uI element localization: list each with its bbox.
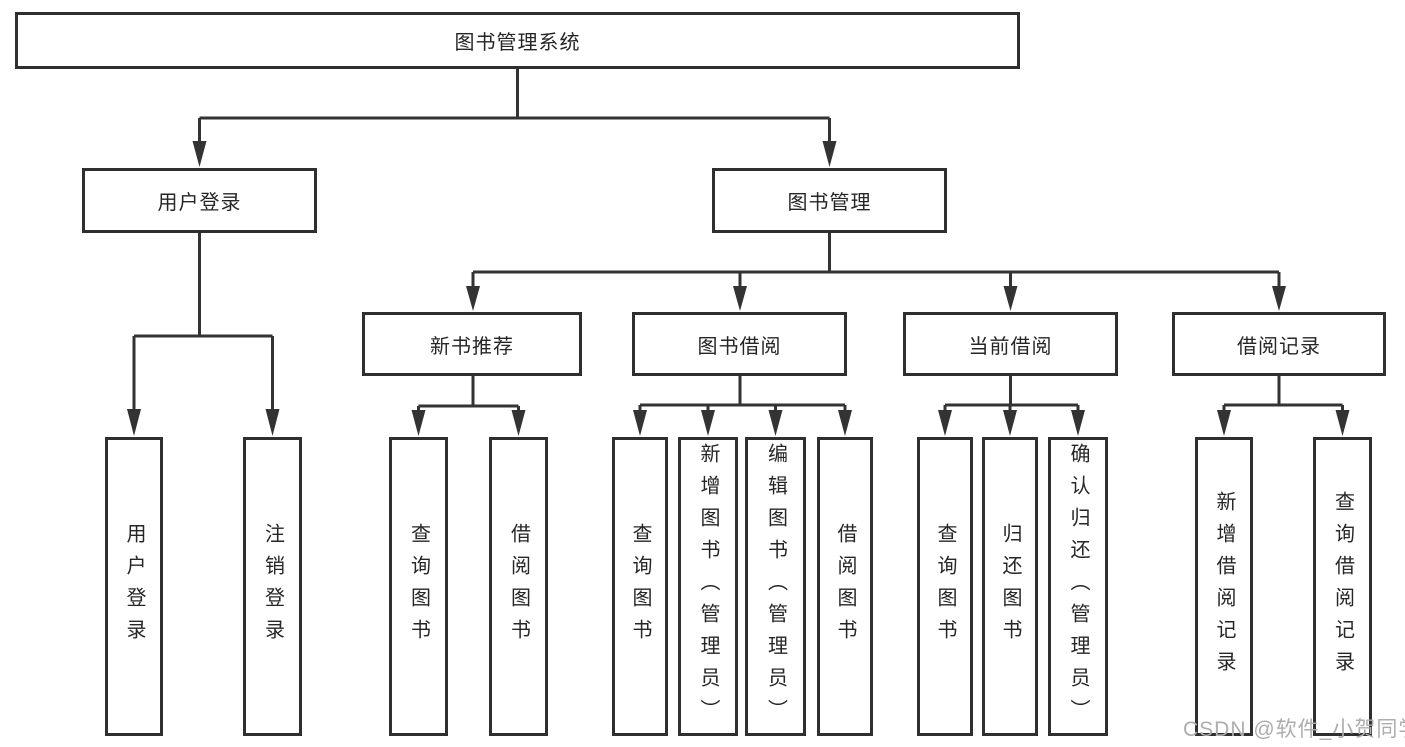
leaf-user-login: 用户登录: [105, 437, 163, 736]
leaf-borrow-books: 借阅图书: [817, 437, 873, 736]
node-current-borrow: 当前借阅: [903, 312, 1118, 376]
leaf-add-books-admin: 新增图书（管理员）: [678, 437, 738, 736]
watermark-text: CSDN @软件_小贺同学: [1183, 718, 1405, 741]
leaf-return-books: 归还图书: [982, 437, 1038, 736]
connector-user-login-children: [127, 232, 280, 436]
connector-current-children: [938, 375, 1085, 436]
node-borrow-records: 借阅记录: [1172, 312, 1386, 376]
node-book-management: 图书管理: [712, 168, 947, 233]
connector-book-mgmt-children: [466, 232, 1286, 311]
connector-borrow-children: [633, 375, 852, 436]
connector-root-to-level2: [192, 69, 837, 167]
leaf-query-borrow-record: 查询借阅记录: [1313, 437, 1372, 736]
leaf-logout: 注销登录: [243, 437, 302, 736]
leaf-query-books-borrow: 查询图书: [612, 437, 668, 736]
leaf-query-books-current: 查询图书: [917, 437, 973, 736]
node-new-book-recommend: 新书推荐: [362, 312, 582, 376]
node-book-borrow: 图书借阅: [632, 312, 847, 376]
connector-new-books-children: [411, 375, 526, 436]
leaf-confirm-return-admin: 确认归还（管理员）: [1048, 437, 1108, 736]
node-user-login: 用户登录: [82, 168, 317, 233]
leaf-edit-books-admin: 编辑图书（管理员）: [745, 437, 806, 736]
leaf-borrow-books-recommend: 借阅图书: [489, 437, 548, 736]
leaf-query-books-recommend: 查询图书: [389, 437, 448, 736]
node-root-library-system: 图书管理系统: [15, 12, 1020, 69]
connector-records-children: [1217, 375, 1350, 436]
leaf-add-borrow-record: 新增借阅记录: [1195, 437, 1253, 736]
